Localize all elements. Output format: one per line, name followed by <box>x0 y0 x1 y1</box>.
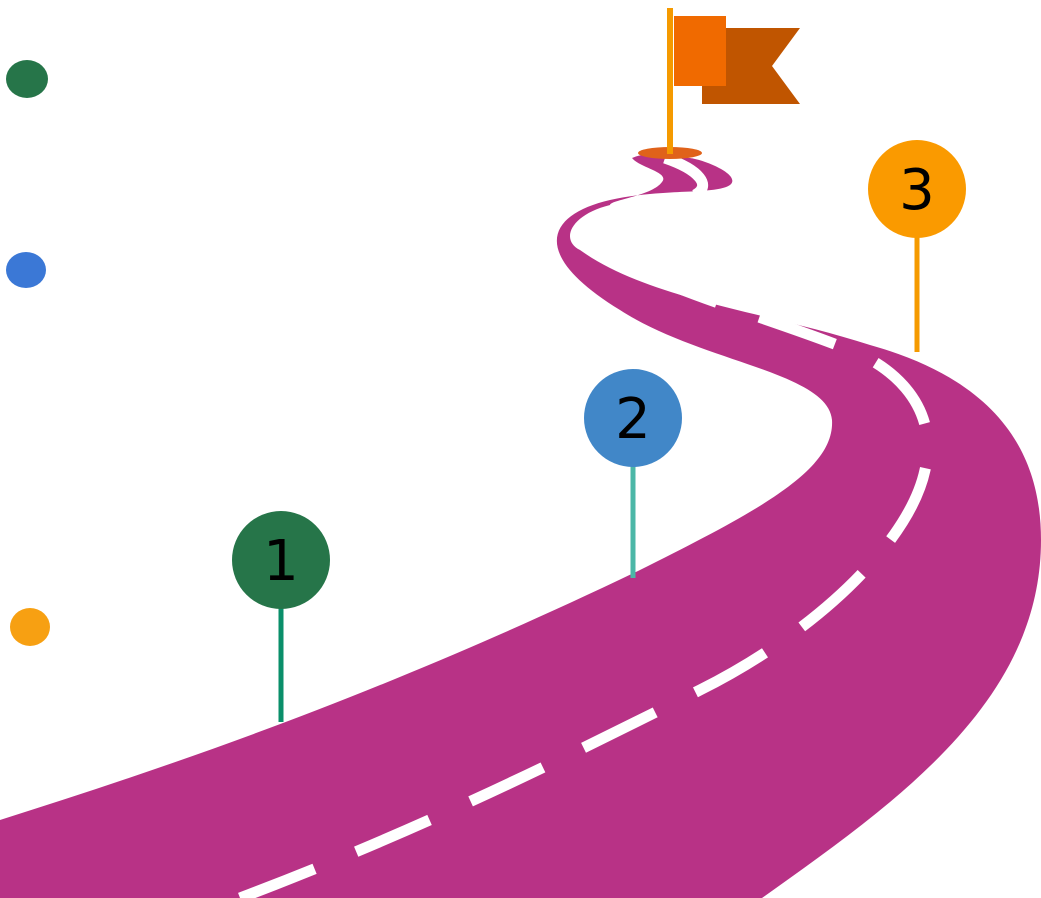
marker-number: 1 <box>263 529 299 594</box>
flag-pole <box>667 8 673 154</box>
dot-icon <box>10 608 50 646</box>
marker-stem <box>630 462 636 578</box>
marker-stem <box>914 233 920 352</box>
milestone-marker-1: 1 <box>232 511 330 722</box>
milestone-marker-2: 2 <box>584 369 682 578</box>
dot-icon <box>6 252 46 288</box>
milestone-marker-3: 3 <box>868 140 966 352</box>
road <box>0 153 1041 898</box>
marker-number: 3 <box>899 158 935 223</box>
marker-stem <box>278 605 284 722</box>
dot-icon <box>6 60 48 98</box>
flag-front <box>674 16 726 86</box>
marker-number: 2 <box>615 387 651 452</box>
road-center-dashes <box>238 152 934 898</box>
finish-flag-icon <box>638 8 800 159</box>
flag-back <box>702 28 800 104</box>
marker-circle <box>868 140 966 238</box>
milestone-markers: 1 2 3 <box>232 140 966 722</box>
legend <box>6 60 50 646</box>
marker-circle <box>584 369 682 467</box>
marker-circle <box>232 511 330 609</box>
